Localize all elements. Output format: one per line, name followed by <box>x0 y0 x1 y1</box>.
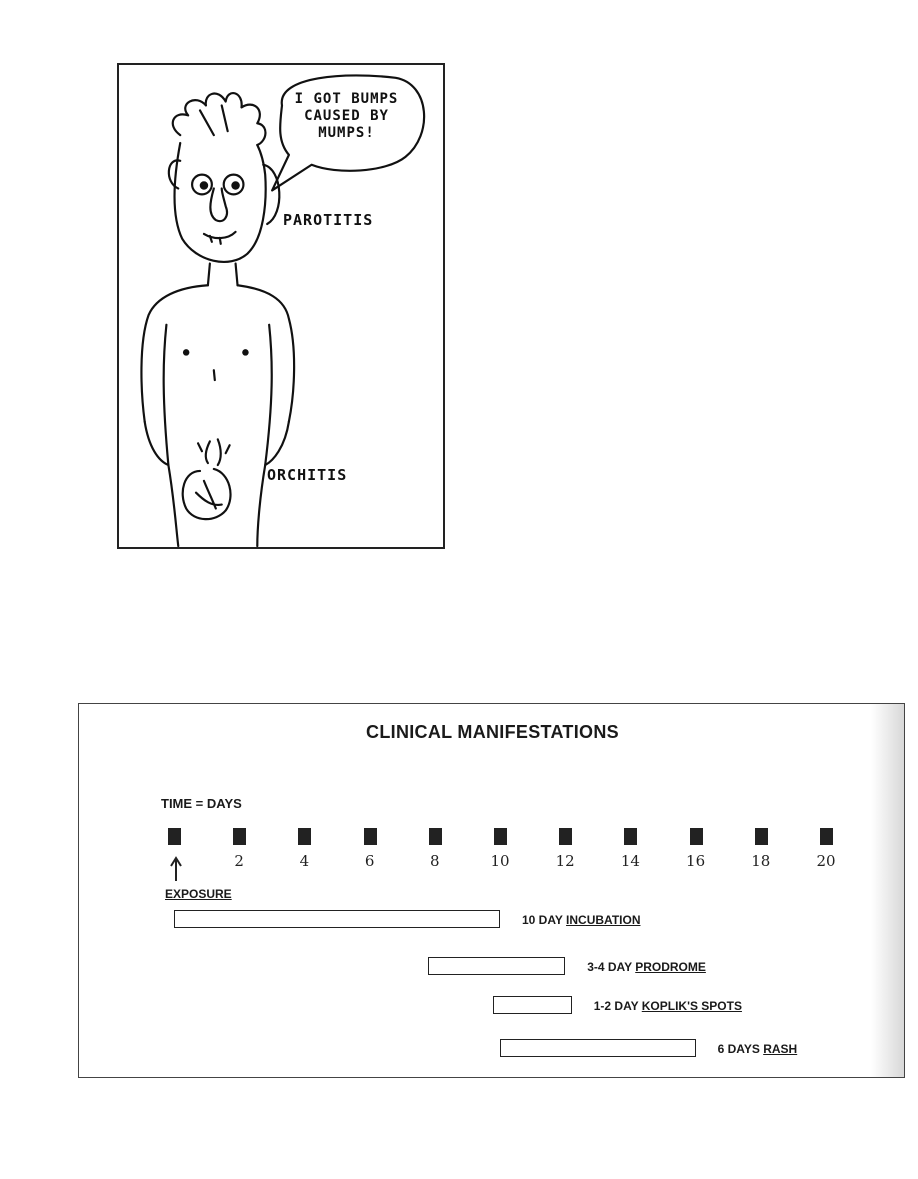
cartoon-panel: I GOT BUMPS CAUSED BY MUMPS! PAROTITIS O… <box>117 63 445 549</box>
parotitis-label: PAROTITIS <box>283 211 374 229</box>
orchitis-swelling <box>181 467 232 521</box>
day-tick-mark <box>298 828 312 845</box>
day-tick-mark <box>559 828 573 845</box>
phase-term: PRODROME <box>635 960 706 974</box>
exposure-label: EXPOSURE <box>165 887 232 901</box>
day-tick-label: 20 <box>816 852 836 870</box>
phase-label: 3-4 DAY PRODROME <box>587 960 706 974</box>
timeline-title: CLINICAL MANIFESTATIONS <box>366 722 619 742</box>
day-tick-label: 16 <box>686 852 706 870</box>
phase-duration-bar <box>500 1039 696 1057</box>
day-tick-mark <box>428 828 442 845</box>
left-ear <box>167 159 182 190</box>
day-tick-label: 10 <box>490 852 510 870</box>
day-tick-label: 18 <box>751 852 771 870</box>
legs <box>167 463 267 547</box>
phase-duration-text: 3-4 DAY <box>587 960 636 974</box>
speech-line: MUMPS! <box>318 125 375 141</box>
exposure-arrow-icon <box>170 856 182 881</box>
left-arm <box>143 323 170 467</box>
phase-duration-bar <box>428 957 566 975</box>
day-tick-mark <box>689 828 703 845</box>
mumps-cartoon-illustration <box>140 74 426 547</box>
speech-bubble <box>271 74 426 192</box>
day-tick-mark <box>754 828 768 845</box>
torso <box>140 284 296 423</box>
phase-duration-text: 1-2 DAY <box>593 999 642 1013</box>
face <box>173 141 267 263</box>
phase-duration-bar <box>174 910 500 928</box>
clinical-timeline-panel: CLINICAL MANIFESTATIONS TIME = DAYS 2 4 6 8… <box>78 703 905 1078</box>
speech-line: I GOT BUMPS <box>294 91 399 107</box>
day-tick-mark <box>233 828 247 845</box>
phase-term: KOPLIK'S SPOTS <box>641 999 742 1013</box>
right-arm <box>264 323 290 467</box>
day-tick-label: 4 <box>299 852 310 870</box>
day-tick-label: 12 <box>555 852 575 870</box>
phase-duration-bar <box>493 996 572 1014</box>
day-tick-mark <box>624 828 638 845</box>
phase-duration-text: 10 DAY <box>522 913 567 927</box>
nose <box>209 187 229 223</box>
phase-label: 1-2 DAY KOPLIK'S SPOTS <box>594 999 742 1013</box>
time-axis-label: TIME = DAYS <box>161 796 242 811</box>
day-tick-mark <box>820 828 833 845</box>
day-tick-mark <box>363 828 377 845</box>
phase-label: 6 DAYS RASH <box>718 1042 798 1056</box>
day-tick-mark <box>494 828 507 845</box>
day-tick-label: 2 <box>234 852 244 870</box>
phase-term: INCUBATION <box>566 913 641 927</box>
day-tick-mark <box>168 828 181 845</box>
orchitis-label: ORCHITIS <box>267 466 348 484</box>
phase-duration-text: 6 DAYS <box>717 1042 764 1056</box>
parotid-swelling <box>262 163 281 226</box>
speech-line: CAUSED BY <box>304 108 389 124</box>
speech-text: I GOT BUMPS CAUSED BY MUMPS! <box>279 91 414 142</box>
phase-label: 10 DAY INCUBATION <box>522 913 640 927</box>
phase-term: RASH <box>763 1042 798 1056</box>
day-tick-label: 6 <box>364 852 375 870</box>
day-tick-label: 14 <box>620 852 640 870</box>
day-tick-label: 8 <box>430 852 440 870</box>
hair <box>171 92 267 147</box>
